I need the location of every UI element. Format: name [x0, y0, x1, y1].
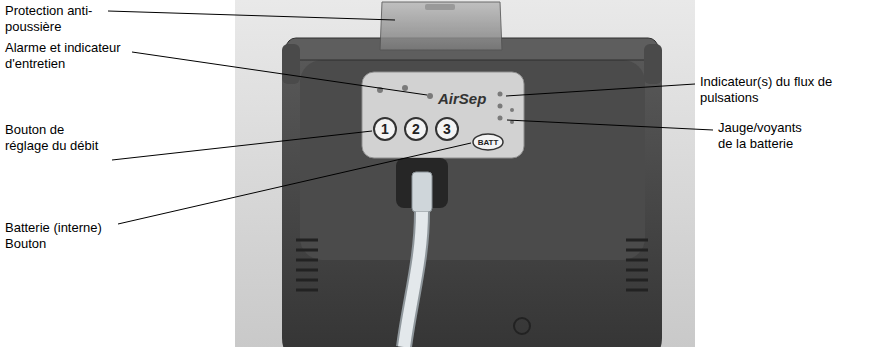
- led: [498, 104, 503, 109]
- badge: [514, 318, 530, 334]
- callout-label: Alarme et indicateur d'entretien: [5, 40, 121, 72]
- control-panel: [362, 72, 524, 158]
- callout-label: Bouton de réglage du débit: [5, 122, 98, 154]
- leader-lines: [108, 11, 713, 224]
- led: [402, 85, 408, 91]
- callout-label: Indicateur(s) du flux de pulsations: [700, 74, 832, 106]
- led: [510, 108, 514, 112]
- device-body: [282, 40, 662, 347]
- tube-outline: [404, 212, 422, 347]
- dust-cover: [380, 2, 502, 50]
- led: [427, 93, 433, 99]
- button-label: BATT: [478, 138, 499, 147]
- callout-label: Protection anti-poussière: [5, 3, 92, 35]
- tube: [404, 212, 422, 347]
- callout-label: Jauge/voyants de la batterie: [718, 120, 802, 152]
- led: [498, 116, 503, 121]
- callout-label: Batterie (interne) Bouton: [5, 220, 102, 252]
- flow-button: [436, 118, 458, 140]
- led: [498, 92, 503, 97]
- flow-button: [405, 118, 427, 140]
- button-label: 2: [412, 122, 420, 136]
- outlet-fitting: [412, 172, 432, 212]
- vents: [296, 240, 648, 290]
- flow-button: [374, 118, 396, 140]
- logo-text: AirSep: [438, 91, 486, 107]
- button-label: 3: [443, 122, 451, 136]
- handle-post: [282, 44, 300, 84]
- button-label: 1: [381, 122, 389, 136]
- battery-button: [473, 134, 503, 150]
- handle-post: [644, 44, 662, 84]
- cover-tab: [425, 4, 455, 10]
